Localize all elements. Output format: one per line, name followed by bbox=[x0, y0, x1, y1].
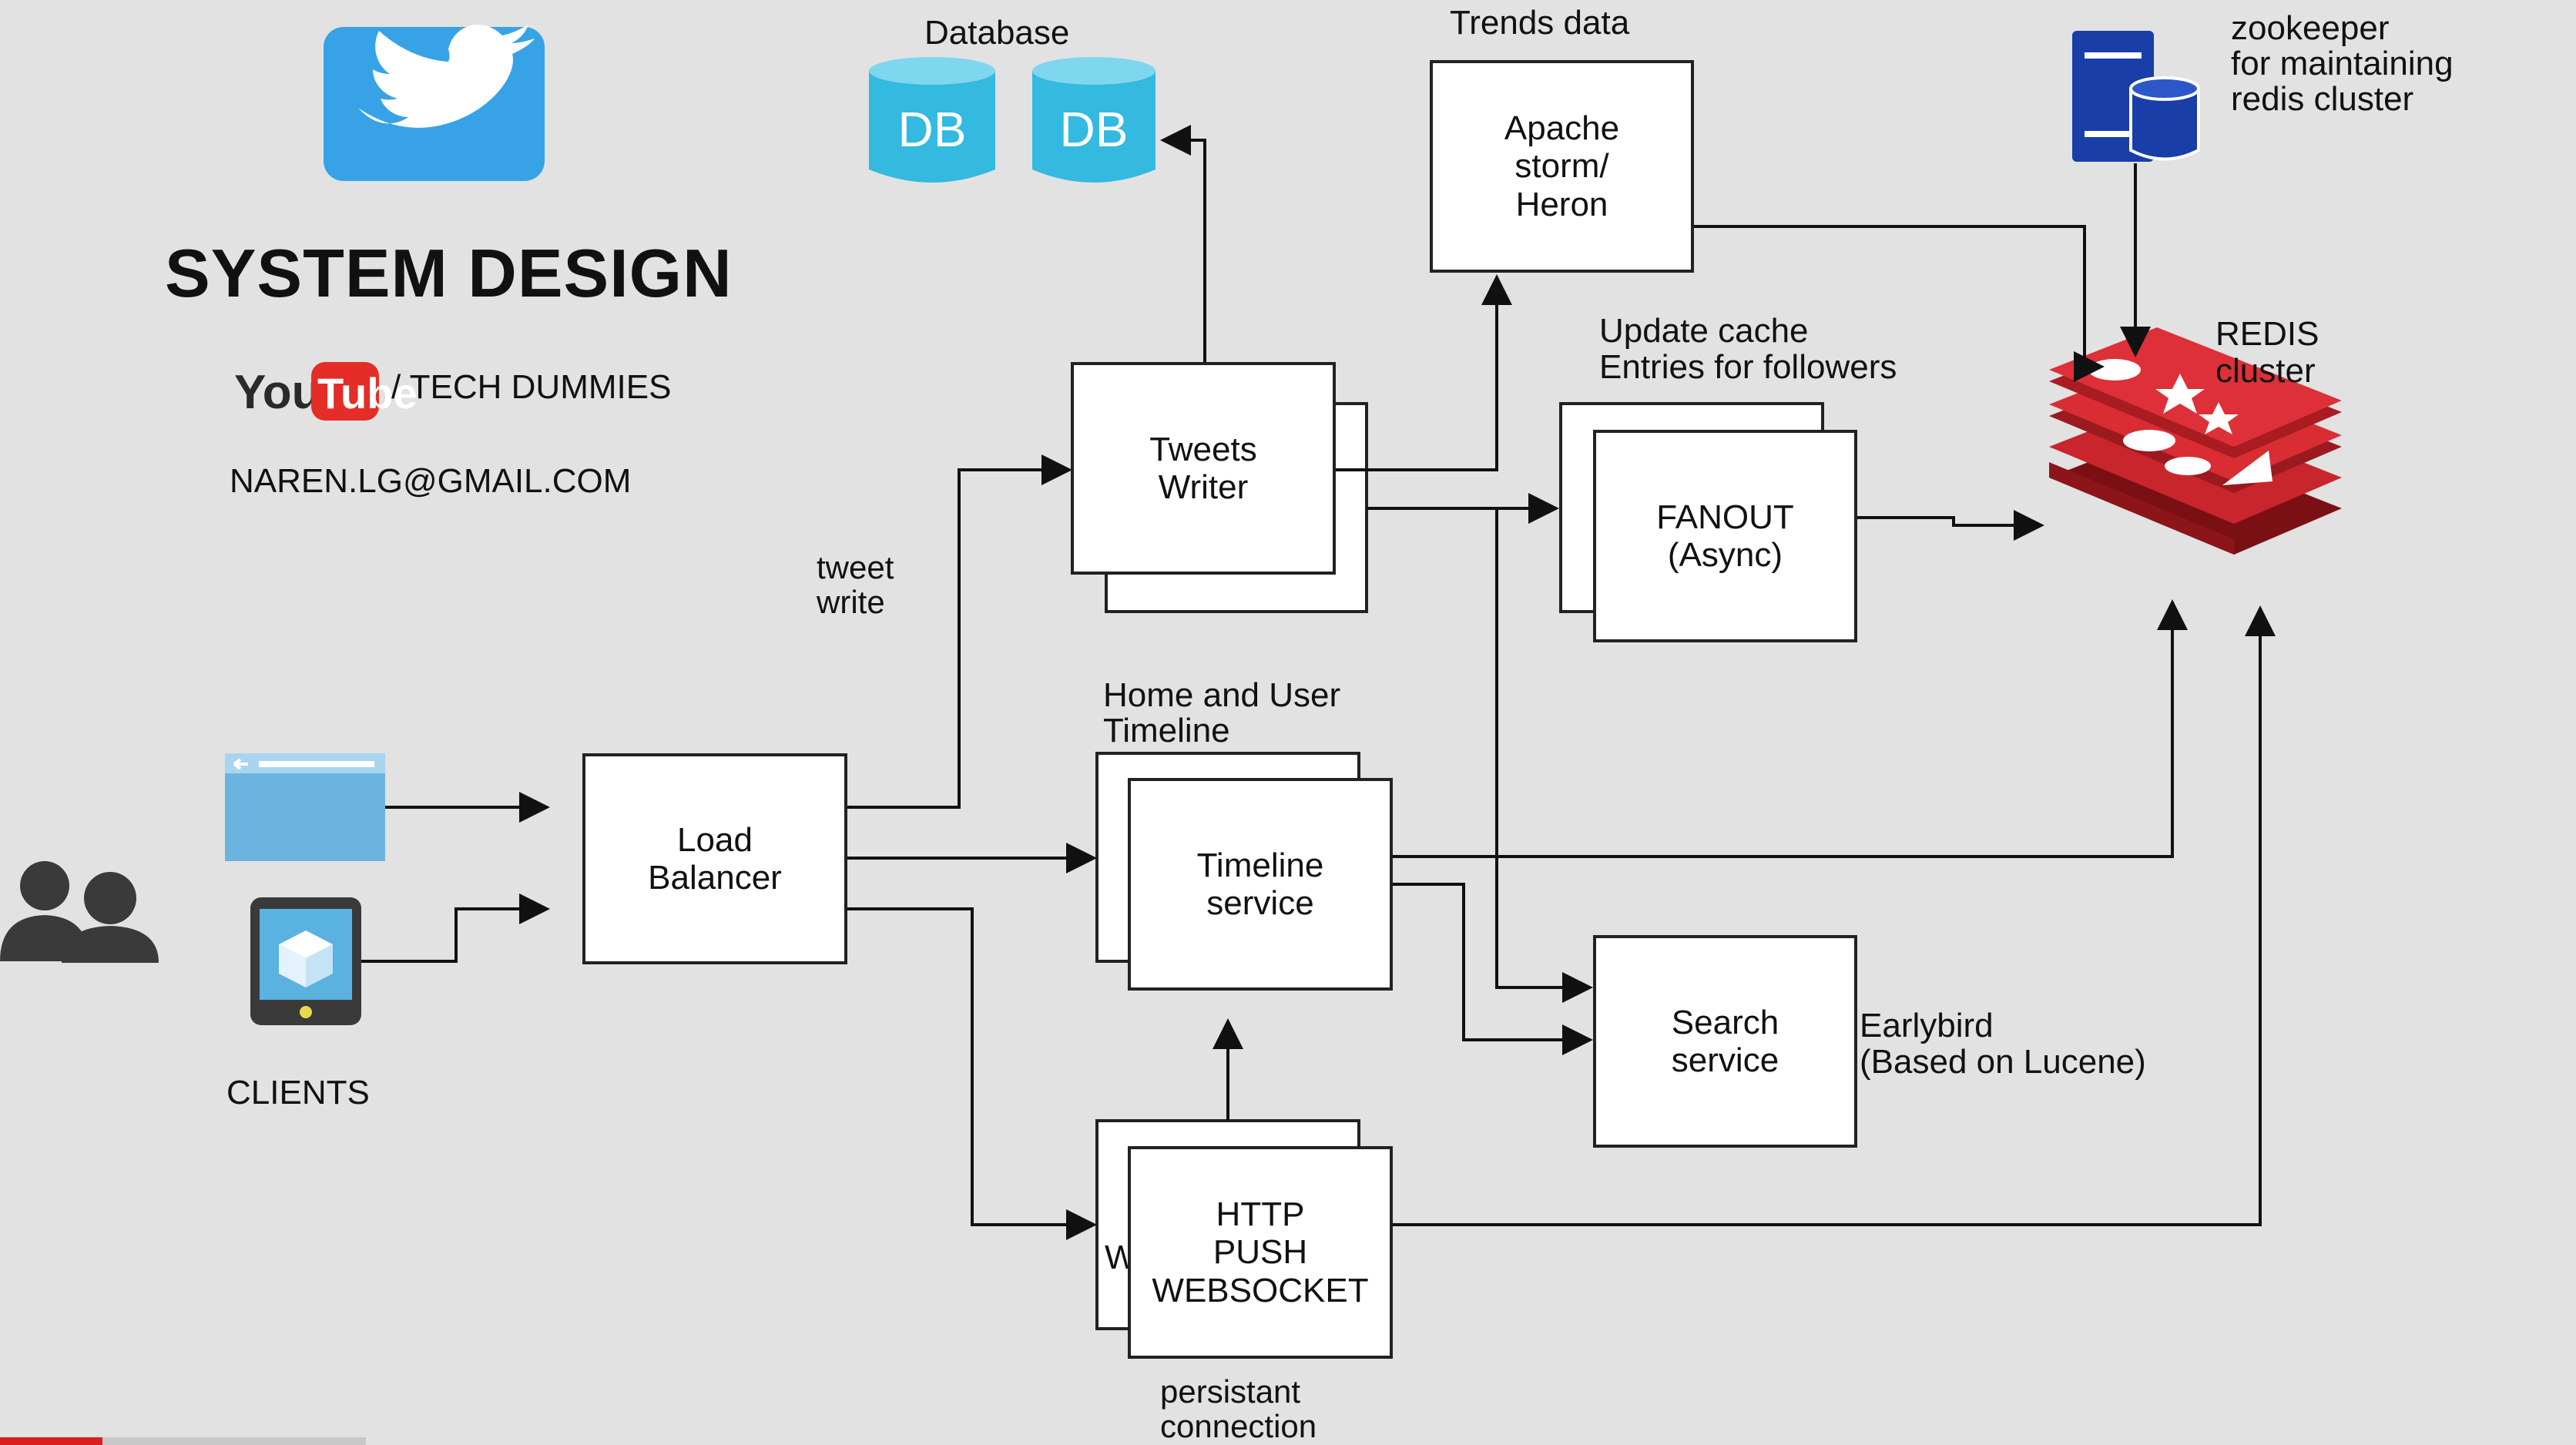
edge-mobile-to-lb bbox=[361, 893, 550, 963]
edge-trends-to-redis bbox=[1692, 225, 2105, 382]
svg-text:You: You bbox=[234, 366, 321, 419]
browser-client-icon bbox=[225, 753, 385, 861]
database-cylinder-1: DB bbox=[869, 57, 995, 183]
clients-label: CLIENTS bbox=[226, 1074, 370, 1111]
earlybird-label: Earlybird (Based on Lucene) bbox=[1860, 1007, 2146, 1081]
apache-storm-heron-box: Apache storm/ Heron bbox=[1430, 60, 1694, 273]
edge-lb-to-tweets-writer bbox=[846, 454, 1072, 809]
search-service-text: Search service bbox=[1671, 1003, 1779, 1079]
redis-label: REDIS cluster bbox=[2215, 315, 2319, 390]
edge-fanout-to-redis bbox=[1856, 510, 2044, 541]
users-icon bbox=[0, 861, 159, 963]
fanout-text: FANOUT (Async) bbox=[1656, 498, 1794, 574]
channel-name: / TECH DUMMIES bbox=[391, 368, 672, 406]
connection-lines bbox=[361, 125, 2276, 1240]
timeline-service-box: Timeline service bbox=[1128, 778, 1393, 991]
page-title: SYSTEM DESIGN bbox=[165, 235, 733, 311]
database-cylinder-2: DB bbox=[1032, 57, 1156, 183]
tweet-write-label: tweet write bbox=[817, 549, 894, 621]
persistent-connection-label: persistant connection bbox=[1160, 1373, 1317, 1445]
youtube-logo-icon: You Tube bbox=[234, 362, 418, 421]
timeline-service-text: Timeline service bbox=[1196, 846, 1324, 922]
search-service-box: Search service bbox=[1593, 935, 1857, 1148]
zookeeper-server-icon bbox=[2072, 31, 2200, 162]
edge-timeline-to-search bbox=[1391, 883, 1593, 1055]
mobile-client-icon bbox=[250, 897, 361, 1025]
timeline-caption: Home and User Timeline bbox=[1103, 676, 1341, 750]
http-push-websocket-box: HTTP PUSH WEBSOCKET bbox=[1128, 1146, 1393, 1359]
fanout-box: FANOUT (Async) bbox=[1593, 430, 1857, 642]
edge-tweets-writer-to-db bbox=[1160, 125, 1206, 362]
edge-tweets-writer-to-search bbox=[1495, 508, 1593, 1003]
edge-http-push-to-redis bbox=[1391, 605, 2276, 1226]
database-label: Database bbox=[924, 14, 1070, 52]
zookeeper-label: zookeeper for maintaining redis cluster bbox=[2231, 9, 2454, 119]
video-progress-bar[interactable] bbox=[0, 1437, 366, 1445]
db1-text: DB bbox=[898, 102, 967, 157]
tweets-writer-box: Tweets Writer bbox=[1071, 362, 1336, 575]
edge-timeline-to-redis bbox=[1391, 599, 2188, 858]
load-balancer-text: Load Balancer bbox=[648, 820, 782, 897]
svg-text:Tube: Tube bbox=[317, 369, 418, 417]
tweets-writer-text: Tweets Writer bbox=[1149, 430, 1257, 506]
twitter-logo-icon bbox=[324, 25, 545, 181]
apache-storm-heron-text: Apache storm/ Heron bbox=[1504, 109, 1620, 223]
author-email: NAREN.LG@GMAIL.COM bbox=[230, 462, 632, 500]
edge-lb-to-http-push bbox=[846, 907, 1097, 1240]
http-push-websocket-text: HTTP PUSH WEBSOCKET bbox=[1152, 1195, 1369, 1309]
fanout-caption: Update cache Entries for followers bbox=[1599, 312, 1897, 387]
edge-tweets-writer-to-trends bbox=[1334, 274, 1512, 471]
trends-caption: Trends data bbox=[1450, 4, 1630, 42]
db2-text: DB bbox=[1060, 102, 1129, 157]
load-balancer-box: Load Balancer bbox=[582, 753, 847, 964]
video-progress-fill bbox=[0, 1437, 102, 1445]
